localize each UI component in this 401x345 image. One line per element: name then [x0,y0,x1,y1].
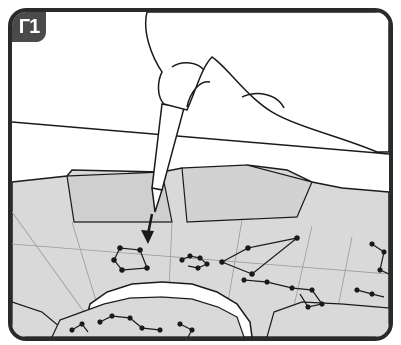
step-badge: Г1 [12,12,46,42]
illustration-frame: Г1 [8,8,393,341]
star-map-assembly-illustration [12,12,389,337]
hand-icon [146,12,389,152]
step-label: Г1 [19,16,39,39]
